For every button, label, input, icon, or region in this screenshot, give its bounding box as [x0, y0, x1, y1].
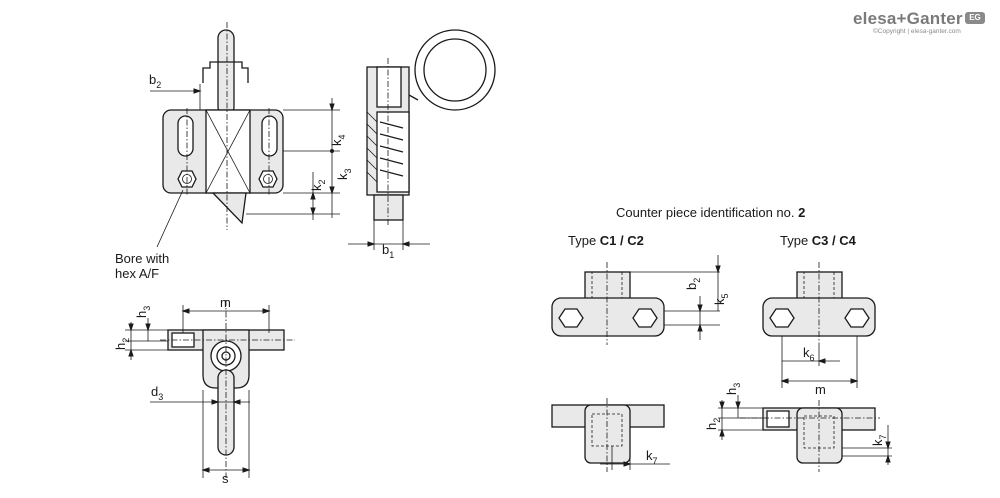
- hex-bore-right: [263, 174, 273, 184]
- bore-label-line2: hex A/F: [115, 266, 159, 281]
- k3-label: k3: [335, 168, 353, 180]
- c1-top-view: k7: [551, 398, 670, 472]
- k6-label: k6: [803, 345, 815, 363]
- c1-base: [551, 297, 665, 337]
- bolt-tip: [211, 192, 247, 225]
- slot-right: [261, 115, 278, 157]
- c3-boss: [796, 271, 843, 301]
- h2-arrow-bot: [128, 348, 134, 357]
- center-cross-2: [205, 109, 251, 194]
- k7-b-label: k7: [870, 434, 888, 446]
- m-right-arrow-right: [850, 378, 859, 384]
- c3-hex-left: [769, 308, 795, 328]
- d3-arrow-left: [211, 399, 220, 405]
- m-arrow-right: [262, 308, 271, 314]
- k7-a-label: k7: [646, 448, 658, 466]
- m-arrow-left: [181, 308, 190, 314]
- side-view: b1: [348, 29, 496, 260]
- b1-label: b1: [382, 242, 394, 260]
- k2-label: k2: [309, 179, 327, 191]
- side-upper-bore: [376, 66, 402, 108]
- spring-coils: [379, 121, 404, 177]
- k4-arrow: [329, 103, 335, 112]
- k6-arrow: [817, 358, 826, 364]
- k2-arrow: [310, 191, 316, 200]
- side-bolt: [373, 194, 404, 221]
- m-right-label: m: [815, 382, 826, 397]
- bore-label-line1: Bore with: [115, 251, 169, 266]
- k7b-arrow-top: [885, 441, 891, 450]
- b2-arrow: [193, 88, 202, 94]
- s-label: s: [222, 471, 229, 486]
- h3-right-arrow: [735, 401, 741, 410]
- section-hatch: [366, 111, 378, 183]
- k2-arrow-2: [310, 207, 316, 216]
- k7b-arrow-bot: [885, 454, 891, 463]
- c1-front-view: b2 k5: [551, 255, 730, 345]
- h2-arrow-top: [128, 323, 134, 332]
- b2-label: b2: [149, 72, 161, 90]
- k5-arrow-bot: [697, 323, 703, 332]
- k4-label: k4: [329, 134, 347, 146]
- hex-hole-right: [258, 170, 278, 188]
- housing-top: [202, 61, 249, 83]
- plunger-knob: [217, 29, 235, 116]
- c3-front-view: k6 m: [762, 262, 876, 397]
- s-arrow-left: [201, 467, 210, 473]
- c1-boss: [584, 271, 631, 301]
- b1-arrow-right: [401, 241, 410, 247]
- h2-right-label: h2: [704, 418, 722, 430]
- m-right-arrow-left: [780, 378, 789, 384]
- counter-piece-title: Counter piece identification no. 2: [616, 205, 805, 220]
- k3-arrow: [329, 186, 335, 195]
- c3-hex-right: [844, 308, 870, 328]
- d3-arrow-right: [232, 399, 241, 405]
- h3-left-label: h3: [134, 306, 152, 318]
- h3-arrow: [145, 323, 151, 332]
- k5-label: k5: [712, 293, 730, 305]
- c1-top-boss: [584, 404, 631, 464]
- type-c1-c2-heading: Type C1 / C2: [568, 233, 644, 248]
- spring-cavity: [376, 111, 410, 193]
- ring-link: [408, 94, 419, 101]
- bore-leader: [156, 189, 184, 248]
- c3-top-flange-hole: [766, 410, 790, 428]
- k7a-arrow: [623, 461, 632, 467]
- c1-hex-left: [558, 308, 584, 328]
- pull-ring-outer: [414, 29, 496, 111]
- top-view: m h3 h2 d3 s: [113, 295, 295, 486]
- c1-hex-right: [632, 308, 658, 328]
- c3-top-view: h3 h2 k7: [704, 383, 892, 472]
- h2-right-arrow-top: [719, 401, 725, 410]
- brand-logo: elesa+Ganter: [853, 9, 963, 28]
- s-arrow-right: [242, 467, 251, 473]
- b1-arrow-left: [367, 241, 376, 247]
- h3-right-label: h3: [724, 383, 742, 395]
- m-label-left: m: [220, 295, 231, 310]
- copyright-text: ©Copyright | elesa-ganter.com: [873, 28, 961, 35]
- d3-label: d3: [151, 384, 163, 402]
- h2-right-arrow-bot: [719, 428, 725, 437]
- slot-left: [177, 115, 194, 157]
- pull-ring-inner: [423, 38, 487, 102]
- brand-badge-icon: EG: [965, 12, 985, 24]
- k5-arrow-top: [697, 304, 703, 313]
- b2r-arrow: [715, 265, 721, 274]
- type-c3-c4-heading: Type C3 / C4: [780, 233, 857, 248]
- front-view: b2 k4 k3 k2 Bore with hex A/F: [115, 22, 353, 281]
- c3-top-boss: [796, 407, 843, 464]
- h2-left-label: h2: [113, 338, 131, 350]
- b2-right-label: b2: [684, 278, 702, 290]
